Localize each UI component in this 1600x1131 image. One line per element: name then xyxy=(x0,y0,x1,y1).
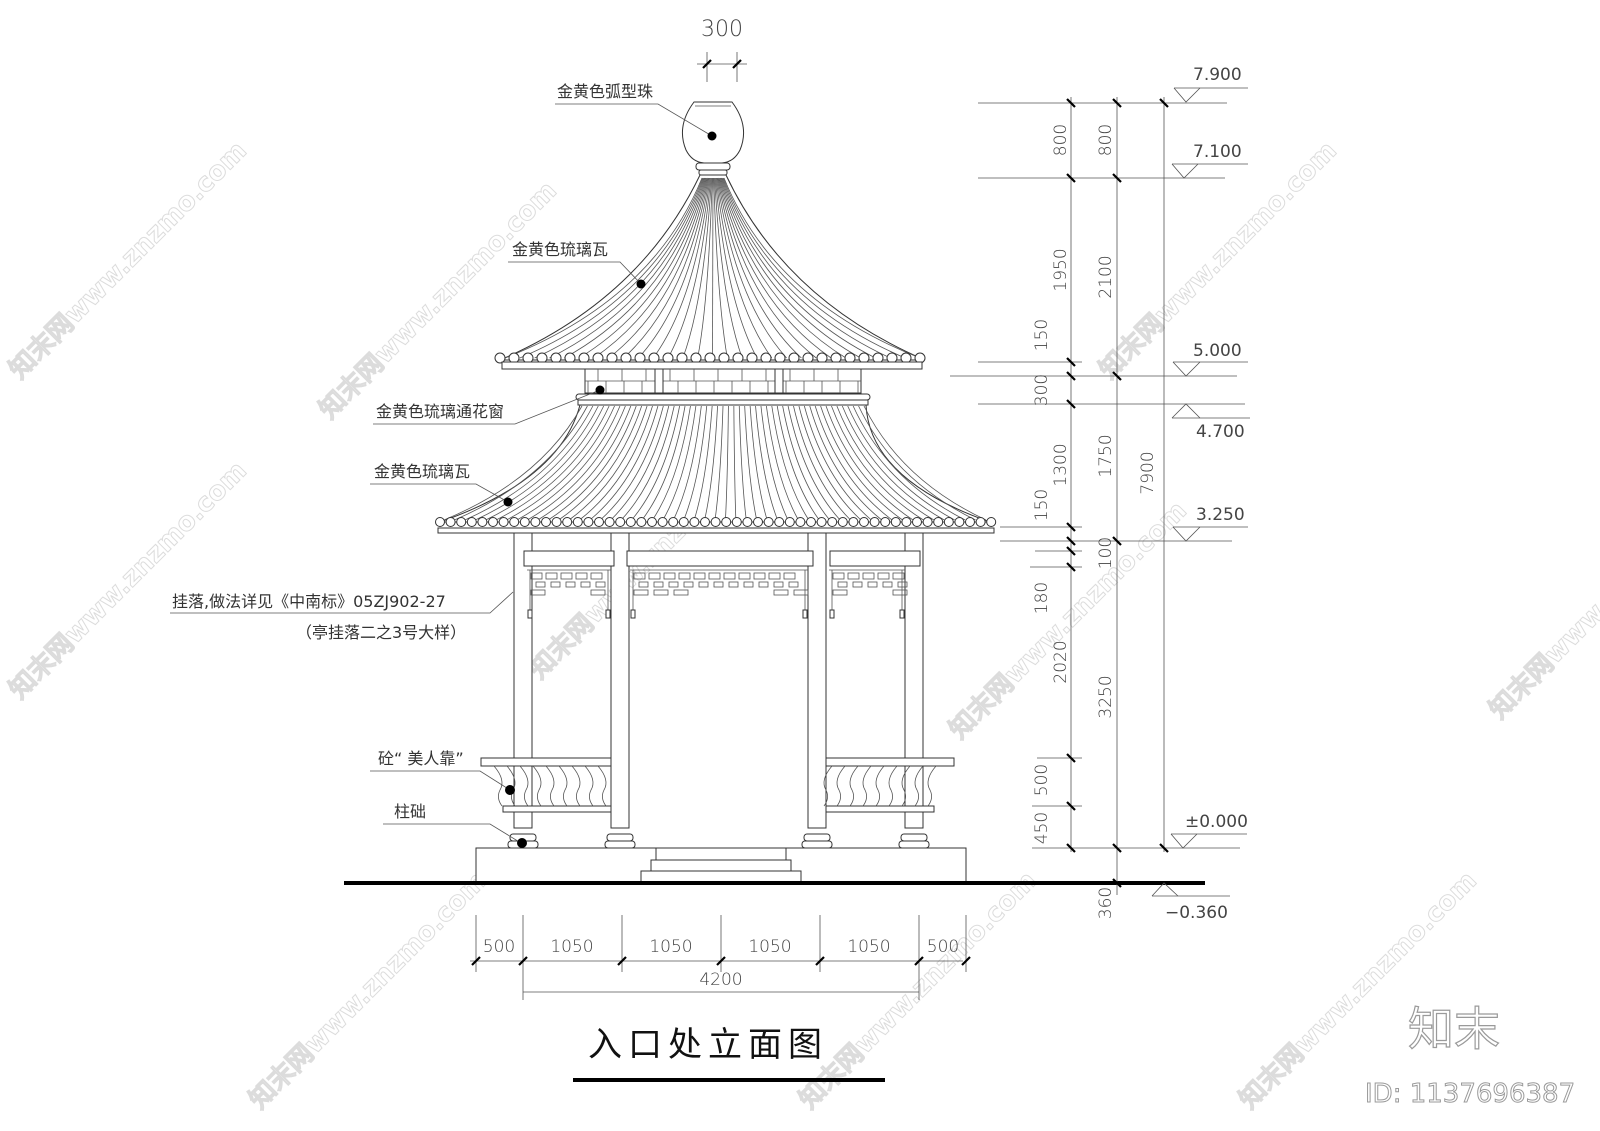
svg-text:360: 360 xyxy=(1096,887,1116,919)
lower-roof xyxy=(435,404,997,534)
bench-backrest xyxy=(480,757,955,813)
svg-text:500: 500 xyxy=(1032,764,1052,796)
top-dimension: 300 xyxy=(697,17,747,82)
label-column-base: 柱础 xyxy=(394,802,426,821)
horizontal-dimensions: 500 1050 1050 1050 1050 500 4200 xyxy=(470,915,971,1000)
svg-text:150: 150 xyxy=(1032,319,1052,351)
svg-text:1050: 1050 xyxy=(748,937,791,957)
label-bench: 砼“ 美人靠” xyxy=(378,749,464,768)
pavilion-columns xyxy=(513,532,924,829)
drawing-title: 入口处立面图 xyxy=(573,1025,885,1082)
svg-text:7.100: 7.100 xyxy=(1193,142,1242,162)
svg-text:500: 500 xyxy=(483,937,515,957)
watermark-text: 知末网www.znzmo.com xyxy=(244,866,493,1115)
svg-text:4.700: 4.700 xyxy=(1196,422,1245,442)
svg-text:300: 300 xyxy=(701,17,743,42)
svg-text:1300: 1300 xyxy=(1051,443,1071,486)
svg-text:1950: 1950 xyxy=(1051,248,1071,291)
svg-text:7900: 7900 xyxy=(1138,451,1158,494)
watermark-logo: 知末 ID: 1137696387 xyxy=(1365,1001,1576,1109)
vertical-dimensions: 800 1950 150 300 1300 150 180 2020 500 4… xyxy=(950,97,1245,919)
svg-text:1050: 1050 xyxy=(649,937,692,957)
svg-text:500: 500 xyxy=(927,937,959,957)
svg-text:800: 800 xyxy=(1096,124,1116,156)
svg-text:180: 180 xyxy=(1032,582,1052,614)
label-upper-roof: 金黄色琉璃瓦 xyxy=(512,240,608,259)
svg-text:300: 300 xyxy=(1032,374,1052,406)
column-bases xyxy=(507,833,930,849)
svg-text:150: 150 xyxy=(1032,489,1052,521)
svg-text:±0.000: ±0.000 xyxy=(1185,812,1248,832)
label-window: 金黄色琉璃通花窗 xyxy=(376,402,504,421)
svg-text:2100: 2100 xyxy=(1096,255,1116,298)
logo-text: 知末 xyxy=(1408,1002,1500,1056)
svg-text:1050: 1050 xyxy=(550,937,593,957)
svg-text:3.250: 3.250 xyxy=(1196,505,1245,525)
label-hanging-frieze: 挂落,做法详见《中南标》05ZJ902-27 xyxy=(172,592,446,611)
upper-roof xyxy=(494,174,926,370)
elevation-markers: 7.900 7.100 5.000 4.700 3.250 ±0.000 −0.… xyxy=(1151,65,1250,923)
label-finial: 金黄色弧型珠 xyxy=(557,82,653,101)
watermark-text: 知末网www.znzmo.com xyxy=(794,866,1043,1115)
svg-text:450: 450 xyxy=(1032,812,1052,844)
label-lower-roof: 金黄色琉璃瓦 xyxy=(374,462,470,481)
watermark-text: 知末网www.znzmo.com xyxy=(4,456,253,705)
svg-text:5.000: 5.000 xyxy=(1193,341,1242,361)
svg-text:2020: 2020 xyxy=(1051,640,1071,683)
glazed-window-band xyxy=(575,368,871,406)
label-hanging-frieze-detail: （亭挂落二之3号大样） xyxy=(296,623,466,642)
title-text: 入口处立面图 xyxy=(588,1025,828,1065)
svg-text:1050: 1050 xyxy=(847,937,890,957)
svg-text:3250: 3250 xyxy=(1096,675,1116,718)
watermark-text: 知末网www.znzmo.com xyxy=(1234,866,1483,1115)
annotations: 金黄色弧型珠 金黄色琉璃瓦 金黄色琉璃通花窗 金黄色琉璃瓦 挂落,做法详见《中南… xyxy=(170,82,717,848)
svg-text:100: 100 xyxy=(1096,537,1116,569)
watermark-text: 知末网www.znzmo.com xyxy=(314,176,563,425)
watermark-text: 知末网www.znzmo.com xyxy=(4,136,253,385)
svg-text:1750: 1750 xyxy=(1096,434,1116,477)
drawing-id: ID: 1137696387 xyxy=(1365,1079,1575,1109)
watermark-text: 知末网www.znzmo.com xyxy=(1484,476,1600,725)
svg-text:800: 800 xyxy=(1051,124,1071,156)
svg-text:4200: 4200 xyxy=(699,970,742,990)
svg-text:7.900: 7.900 xyxy=(1193,65,1242,85)
platform xyxy=(475,847,967,884)
svg-text:−0.360: −0.360 xyxy=(1165,903,1228,923)
